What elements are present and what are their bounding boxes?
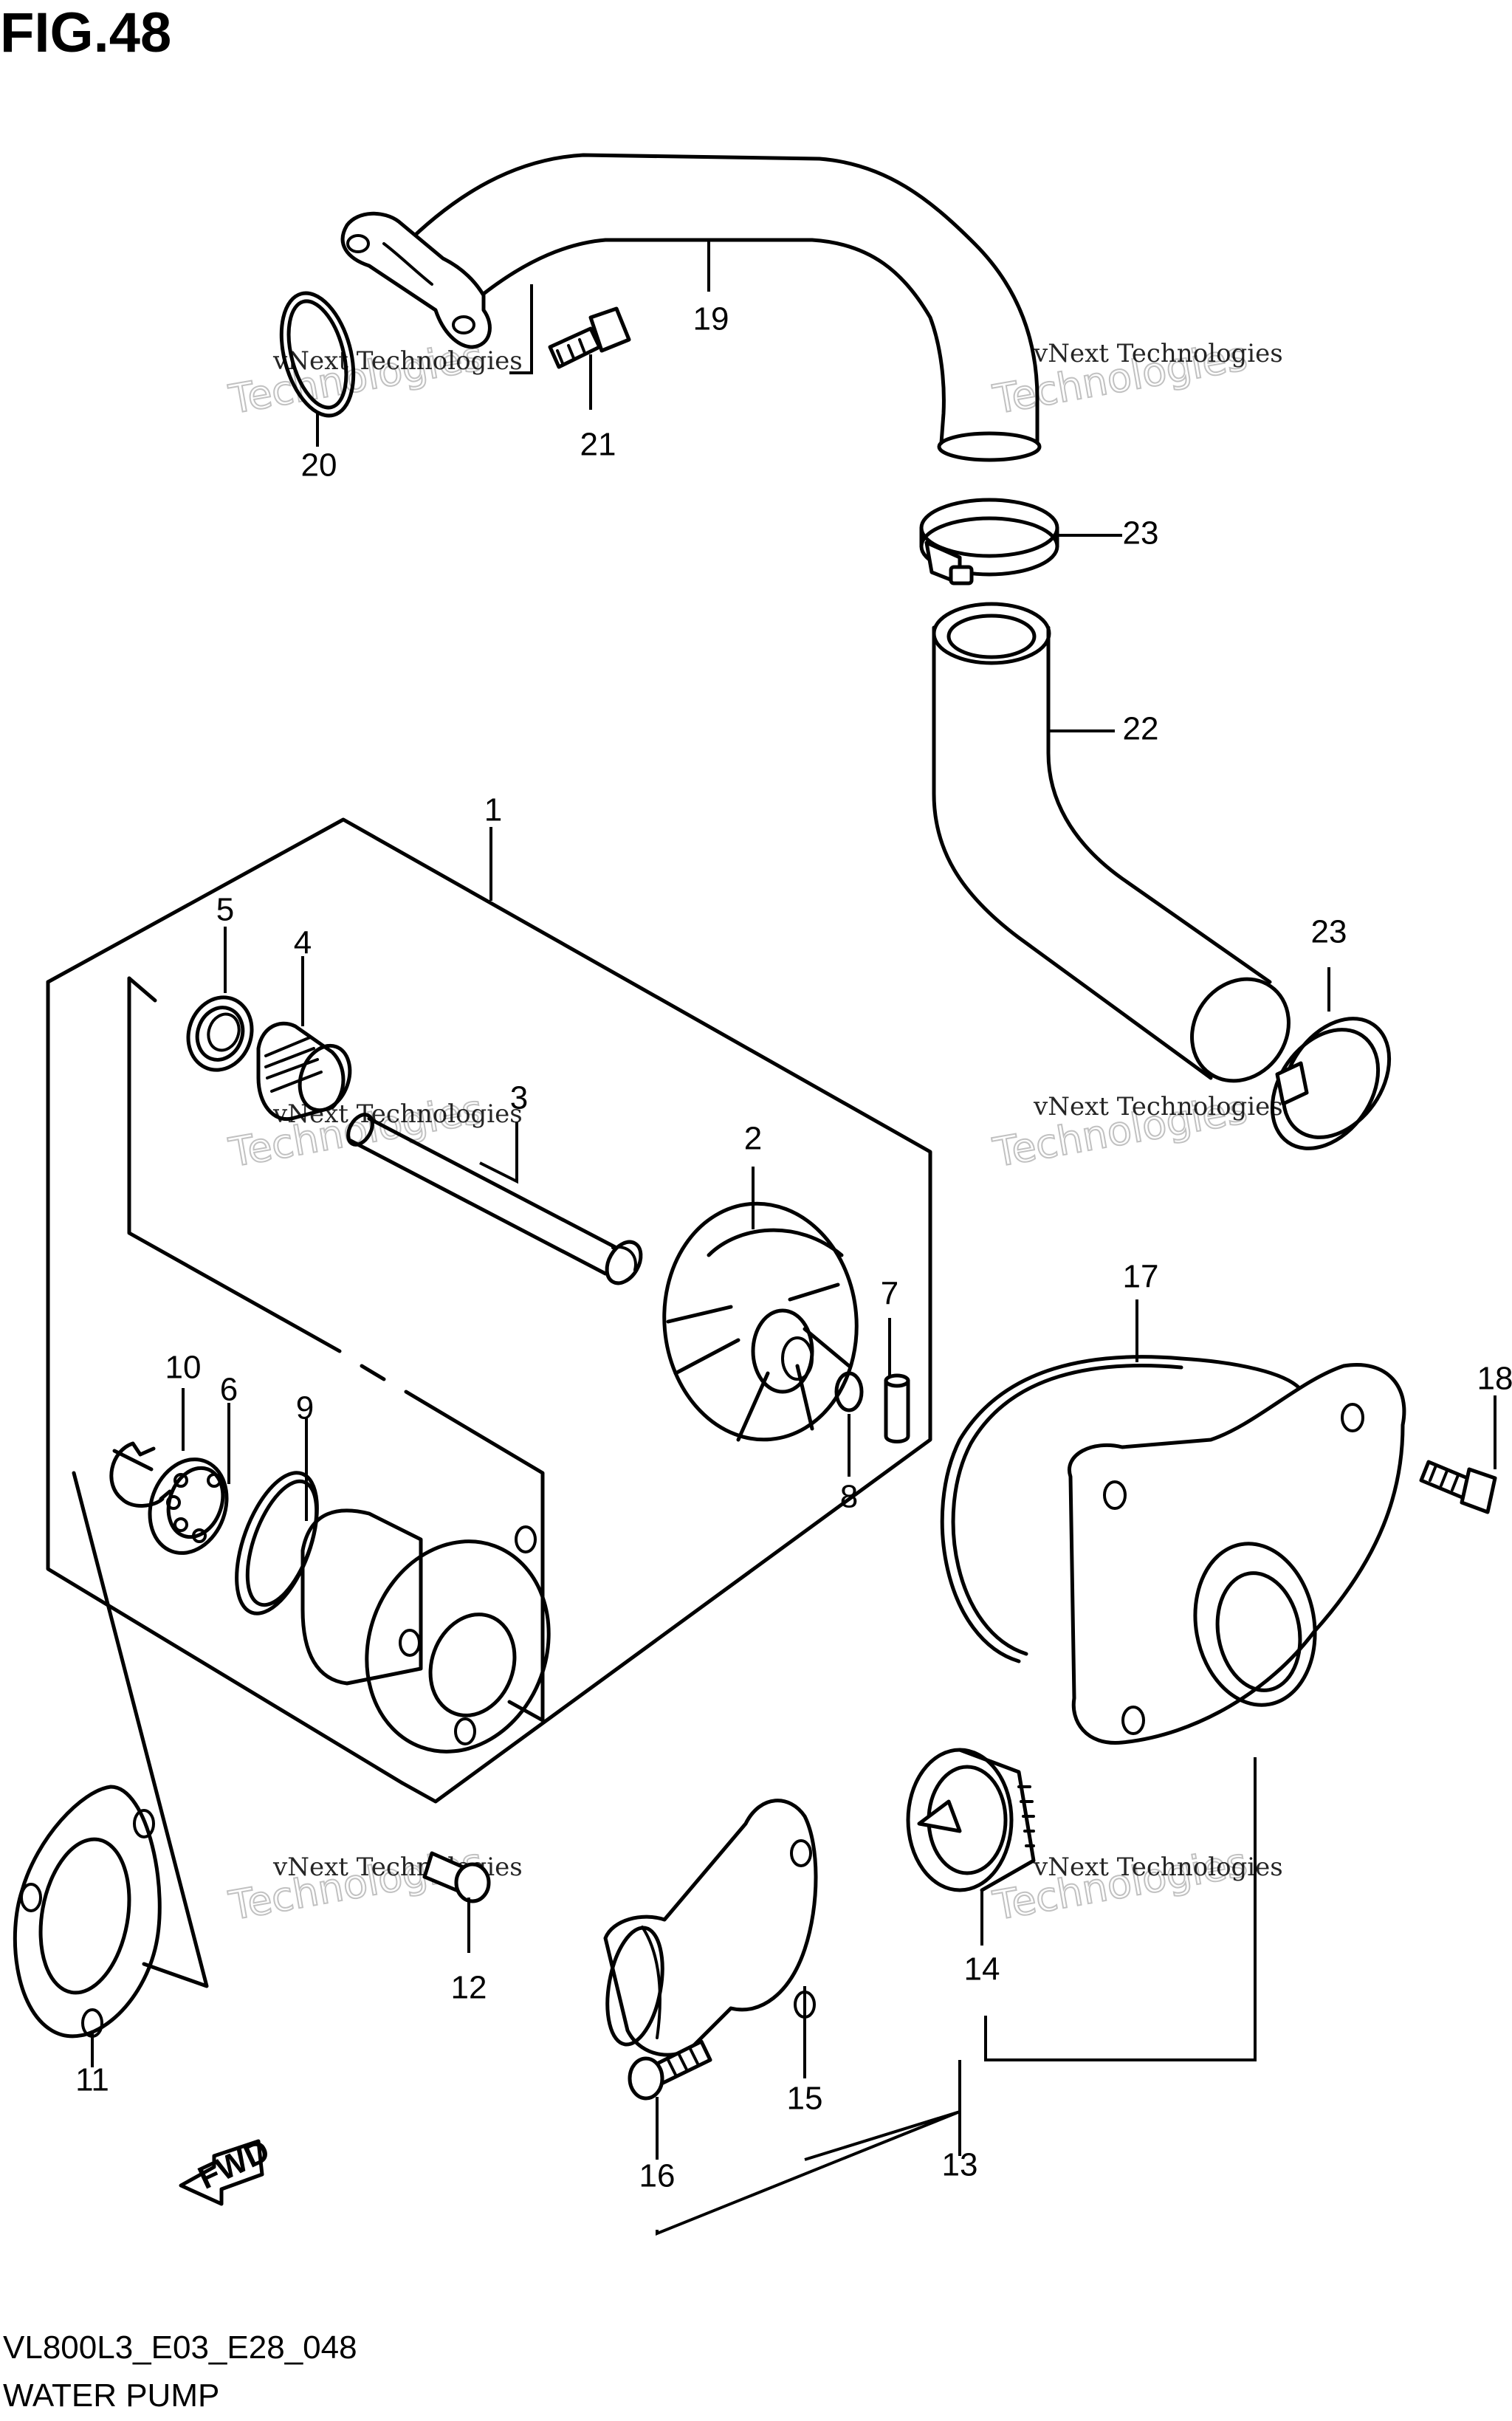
figure-caption: WATER PUMP — [3, 2377, 220, 2414]
callout-23-lower: 23 — [1311, 914, 1347, 950]
watermark-text: vNext Technologies — [1033, 1852, 1283, 1882]
bearing-6 — [148, 1457, 229, 1555]
callout-labels: 1 2 3 4 5 6 7 8 9 10 11 12 13 14 15 16 1… — [75, 301, 1512, 2194]
impeller-2 — [662, 1201, 859, 1442]
pump-case — [300, 1508, 551, 1754]
fwd-arrow: FWD — [179, 2132, 275, 2206]
hose-clamp-23-lower — [1270, 1017, 1392, 1150]
callout-2: 2 — [744, 1121, 762, 1157]
callout-20: 20 — [301, 447, 337, 484]
screw-12 — [422, 1851, 491, 1903]
callout-5: 5 — [216, 892, 234, 928]
fwd-arrow-label: FWD — [193, 2132, 275, 2197]
callout-11: 11 — [75, 2062, 109, 2098]
watermark-text: vNext Technologies — [272, 346, 523, 376]
o-ring-8 — [834, 1371, 864, 1412]
pin-7 — [884, 1373, 910, 1443]
hose-clamp-23-upper — [919, 498, 1059, 585]
pump-shaft-3 — [346, 1113, 643, 1285]
screw-16 — [628, 2039, 712, 2101]
water-pipe-19 — [340, 153, 1042, 462]
gasket-11 — [13, 1785, 162, 2039]
callout-19: 19 — [693, 301, 729, 337]
bolt-18 — [1419, 1460, 1497, 1514]
circlip-10 — [109, 1441, 172, 1508]
callout-3: 3 — [510, 1080, 528, 1116]
callout-15: 15 — [787, 2081, 823, 2117]
figure-title: FIG.48 — [0, 1, 172, 64]
leader-lines — [91, 240, 1496, 2236]
thermostat-14 — [906, 1748, 1036, 1892]
callout-21: 21 — [580, 427, 616, 463]
bolt-21 — [509, 284, 631, 374]
callout-4: 4 — [294, 925, 312, 961]
callout-17: 17 — [1123, 1259, 1159, 1295]
model-code: VL800L3_E03_E28_048 — [3, 2329, 357, 2366]
thermostat-cover-15 — [603, 1799, 818, 2057]
callout-22: 22 — [1123, 711, 1159, 747]
assembly-box-1 — [46, 817, 932, 1988]
watermark-text: vNext Technologies — [1033, 1092, 1283, 1122]
callout-6: 6 — [220, 1372, 238, 1408]
callout-23-upper: 23 — [1123, 515, 1159, 552]
callout-18: 18 — [1477, 1361, 1512, 1397]
thermostat-case — [1067, 1363, 1406, 1745]
callout-12: 12 — [451, 1970, 487, 2006]
oil-seal-5 — [186, 995, 254, 1072]
o-ring-20 — [279, 291, 356, 418]
water-hose-22 — [932, 602, 1291, 1083]
callout-1: 1 — [484, 792, 502, 828]
callout-10: 10 — [165, 1350, 202, 1386]
watermark-text: vNext Technologies — [1033, 339, 1283, 368]
callout-8: 8 — [840, 1479, 858, 1515]
callout-9: 9 — [296, 1390, 314, 1426]
callout-16: 16 — [639, 2158, 676, 2194]
callout-7: 7 — [881, 1276, 898, 1312]
o-ring-17 — [940, 1355, 1302, 1663]
mechanical-seal-4 — [256, 1021, 352, 1122]
callout-14: 14 — [964, 1951, 1000, 1988]
o-ring-9 — [235, 1471, 319, 1615]
callout-13: 13 — [942, 2147, 978, 2183]
